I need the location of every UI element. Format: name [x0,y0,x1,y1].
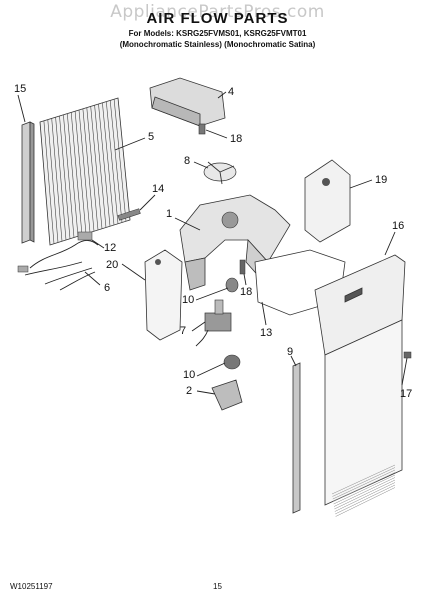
part-10-grommet-lower [223,354,241,370]
callout-8: 8 [184,155,190,167]
part-20-side-panel [144,249,183,341]
part-7-fan-motor [195,299,232,347]
part-19-duct-plate [304,159,351,243]
grille-slat [98,103,111,227]
grille-slat [51,118,63,242]
grille-slat [90,106,103,229]
grille-slat [78,109,91,233]
callout-18b: 18 [240,286,252,298]
part-2-motor-bracket [211,379,243,411]
document-number: W10251197 [10,582,53,591]
leader-lines [17,91,408,395]
part-10-shroud-upper [225,277,239,293]
part-6-wire-harness [17,231,99,291]
part-14-thermistor [117,208,141,221]
grille-slat [63,114,75,238]
vent-slot [335,484,396,515]
grille-slat [70,112,83,236]
vent-slot [333,477,396,507]
grille-slat [82,108,95,232]
grille-slat [102,102,115,226]
callout-15: 15 [14,83,26,95]
callout-10a: 10 [182,294,194,306]
part-17-screw [403,351,412,359]
part-18-screw-lower [239,259,246,275]
grille-slat [86,107,99,231]
grille-slat [47,119,59,243]
vent-slot [334,482,396,512]
part-1-housing [179,194,291,291]
vent-slot [335,487,396,517]
callout-18a: 18 [230,133,242,145]
part-18-screw-upper [198,123,206,135]
grille-slat [106,101,119,224]
callout-2: 2 [186,385,192,397]
callout-6: 6 [104,282,110,294]
watermark: AppliancePartsPros.com [110,2,325,22]
model-numbers: For Models: KSRG25FVMS01, KSRG25FVMT01 [128,29,307,38]
callout-19: 19 [375,174,387,186]
vent-slot [334,479,396,510]
callout-14: 14 [152,183,164,195]
vent-slot [333,474,396,505]
grille-slat [55,117,67,241]
callout-12: 12 [104,242,116,254]
grille-slat [74,111,87,234]
part-15-strip [21,121,35,244]
vent-slot [331,464,396,495]
part-8-fan-blade [203,161,237,185]
part-4-top-bracket [149,77,226,127]
callout-9: 9 [287,346,293,358]
part-5-grille-panel [39,97,131,246]
diagram-title: AIR FLOW PARTS [146,10,289,27]
model-finishes: (Monochromatic Stainless) (Monochromatic… [119,40,316,49]
callout-4: 4 [228,86,234,98]
callout-7: 7 [180,325,186,337]
grille-slat [109,100,123,223]
grille-slat [113,99,127,222]
part-16-upper-cover [314,254,406,356]
vent-slot [332,469,396,500]
callout-17: 17 [400,388,412,400]
callout-20: 20 [106,259,118,271]
callout-13: 13 [260,327,272,339]
part-lower-cover [324,319,403,517]
part-9-seal [292,362,301,514]
callout-5: 5 [148,131,154,143]
vent-slot [332,467,396,497]
grille-slat [59,115,71,239]
callout-10b: 10 [183,369,195,381]
grille-slat [43,120,55,244]
callout-1: 1 [166,208,172,220]
grille-slat [94,105,107,228]
vent-slot [333,472,396,502]
page-number: 15 [213,582,222,591]
grille-slat [67,113,79,237]
callout-16: 16 [392,220,404,232]
